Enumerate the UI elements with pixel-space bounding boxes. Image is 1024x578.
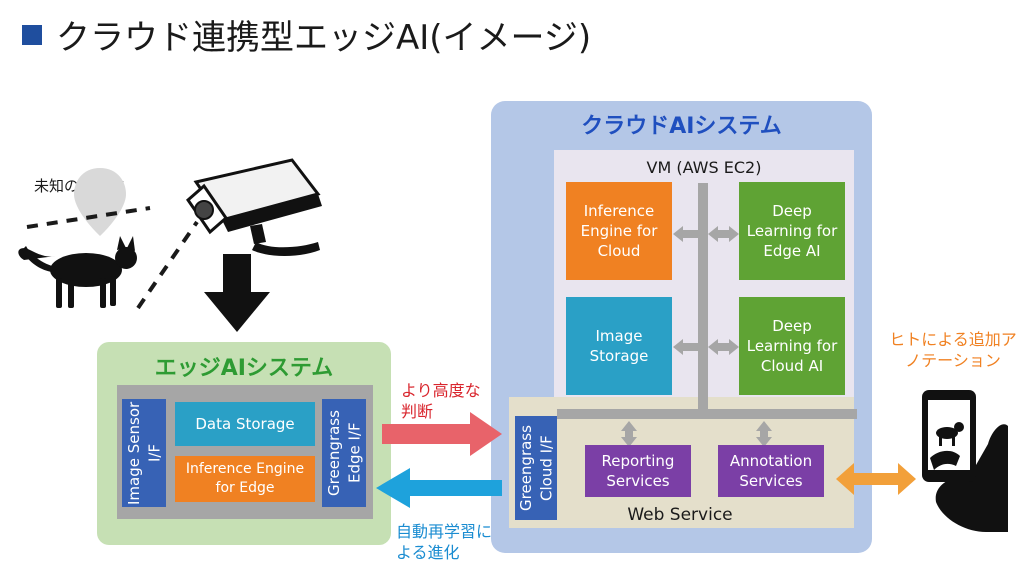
- deep-learning-edge-label: Deep Learning for Edge AI: [746, 201, 838, 261]
- inference-engine-edge-box: Inference Engine for Edge: [175, 456, 315, 502]
- vm-bus-horizontal: [557, 409, 857, 419]
- vm-bus-vertical: [698, 183, 708, 411]
- deep-learning-edge-box: Deep Learning for Edge AI: [739, 182, 845, 280]
- data-storage-label: Data Storage: [195, 414, 295, 433]
- web-service-label: Web Service: [627, 505, 733, 525]
- camera-icon: [186, 158, 322, 256]
- to-edge-arrow: [376, 468, 502, 508]
- camera-to-edge-arrow: [204, 254, 270, 332]
- image-storage-box: Image Storage: [566, 297, 672, 395]
- edge-cloud-arrows: [376, 412, 502, 508]
- scene-illustration: [18, 158, 322, 332]
- reporting-services-label: Reporting Services: [601, 451, 675, 490]
- bus-connector-arrows: [621, 226, 772, 447]
- edge-ai-title: エッジAIシステム: [154, 356, 334, 381]
- inference-engine-cloud-label: Inference Engine for Cloud: [580, 201, 658, 261]
- annotation-arrow: [836, 463, 916, 495]
- greengrass-edge-if-box: Greengrass Edge I/F: [322, 399, 366, 507]
- cloud-connectors: [557, 183, 857, 447]
- location-pin-icon: [74, 168, 126, 236]
- deep-learning-cloud-box: Deep Learning for Cloud AI: [739, 297, 845, 395]
- bullet-square-icon: [22, 25, 42, 45]
- greengrass-cloud-if-box: Greengrass Cloud I/F: [515, 416, 557, 520]
- to-cloud-arrow: [382, 412, 502, 456]
- greengrass-edge-if-label: Greengrass Edge I/F: [324, 410, 363, 496]
- page-title: クラウド連携型エッジAI(イメージ): [22, 10, 591, 59]
- annotation-services-box: Annotation Services: [718, 445, 824, 497]
- inference-engine-edge-label: Inference Engine for Edge: [185, 461, 305, 496]
- page-title-text: クラウド連携型エッジAI(イメージ): [56, 18, 592, 58]
- image-sensor-if-box: Image Sensor I/F: [122, 399, 166, 507]
- sight-line-lower: [136, 220, 199, 310]
- to-edge-text: 自動再学習による進化: [396, 522, 493, 562]
- reporting-services-box: Reporting Services: [585, 445, 691, 497]
- to-cloud-text: より高度な判断: [401, 381, 481, 421]
- sight-line-upper: [26, 206, 151, 229]
- data-storage-box: Data Storage: [175, 402, 315, 446]
- human-annotation-text: ヒトによる追加アノテーション: [889, 330, 1017, 370]
- vm-label: VM (AWS EC2): [646, 158, 762, 177]
- cat-icon: [18, 236, 137, 308]
- image-storage-label: Image Storage: [589, 326, 649, 365]
- inference-engine-cloud-box: Inference Engine for Cloud: [566, 182, 672, 280]
- greengrass-cloud-if-label: Greengrass Cloud I/F: [516, 425, 555, 511]
- annotation-services-label: Annotation Services: [729, 451, 813, 490]
- smartphone-hand-icon: [922, 390, 1008, 532]
- cloud-ai-title: クラウドAIシステム: [581, 114, 782, 139]
- double-arrow-icon: [836, 463, 916, 495]
- deep-learning-cloud-label: Deep Learning for Cloud AI: [746, 316, 838, 376]
- image-sensor-if-label: Image Sensor I/F: [124, 401, 163, 505]
